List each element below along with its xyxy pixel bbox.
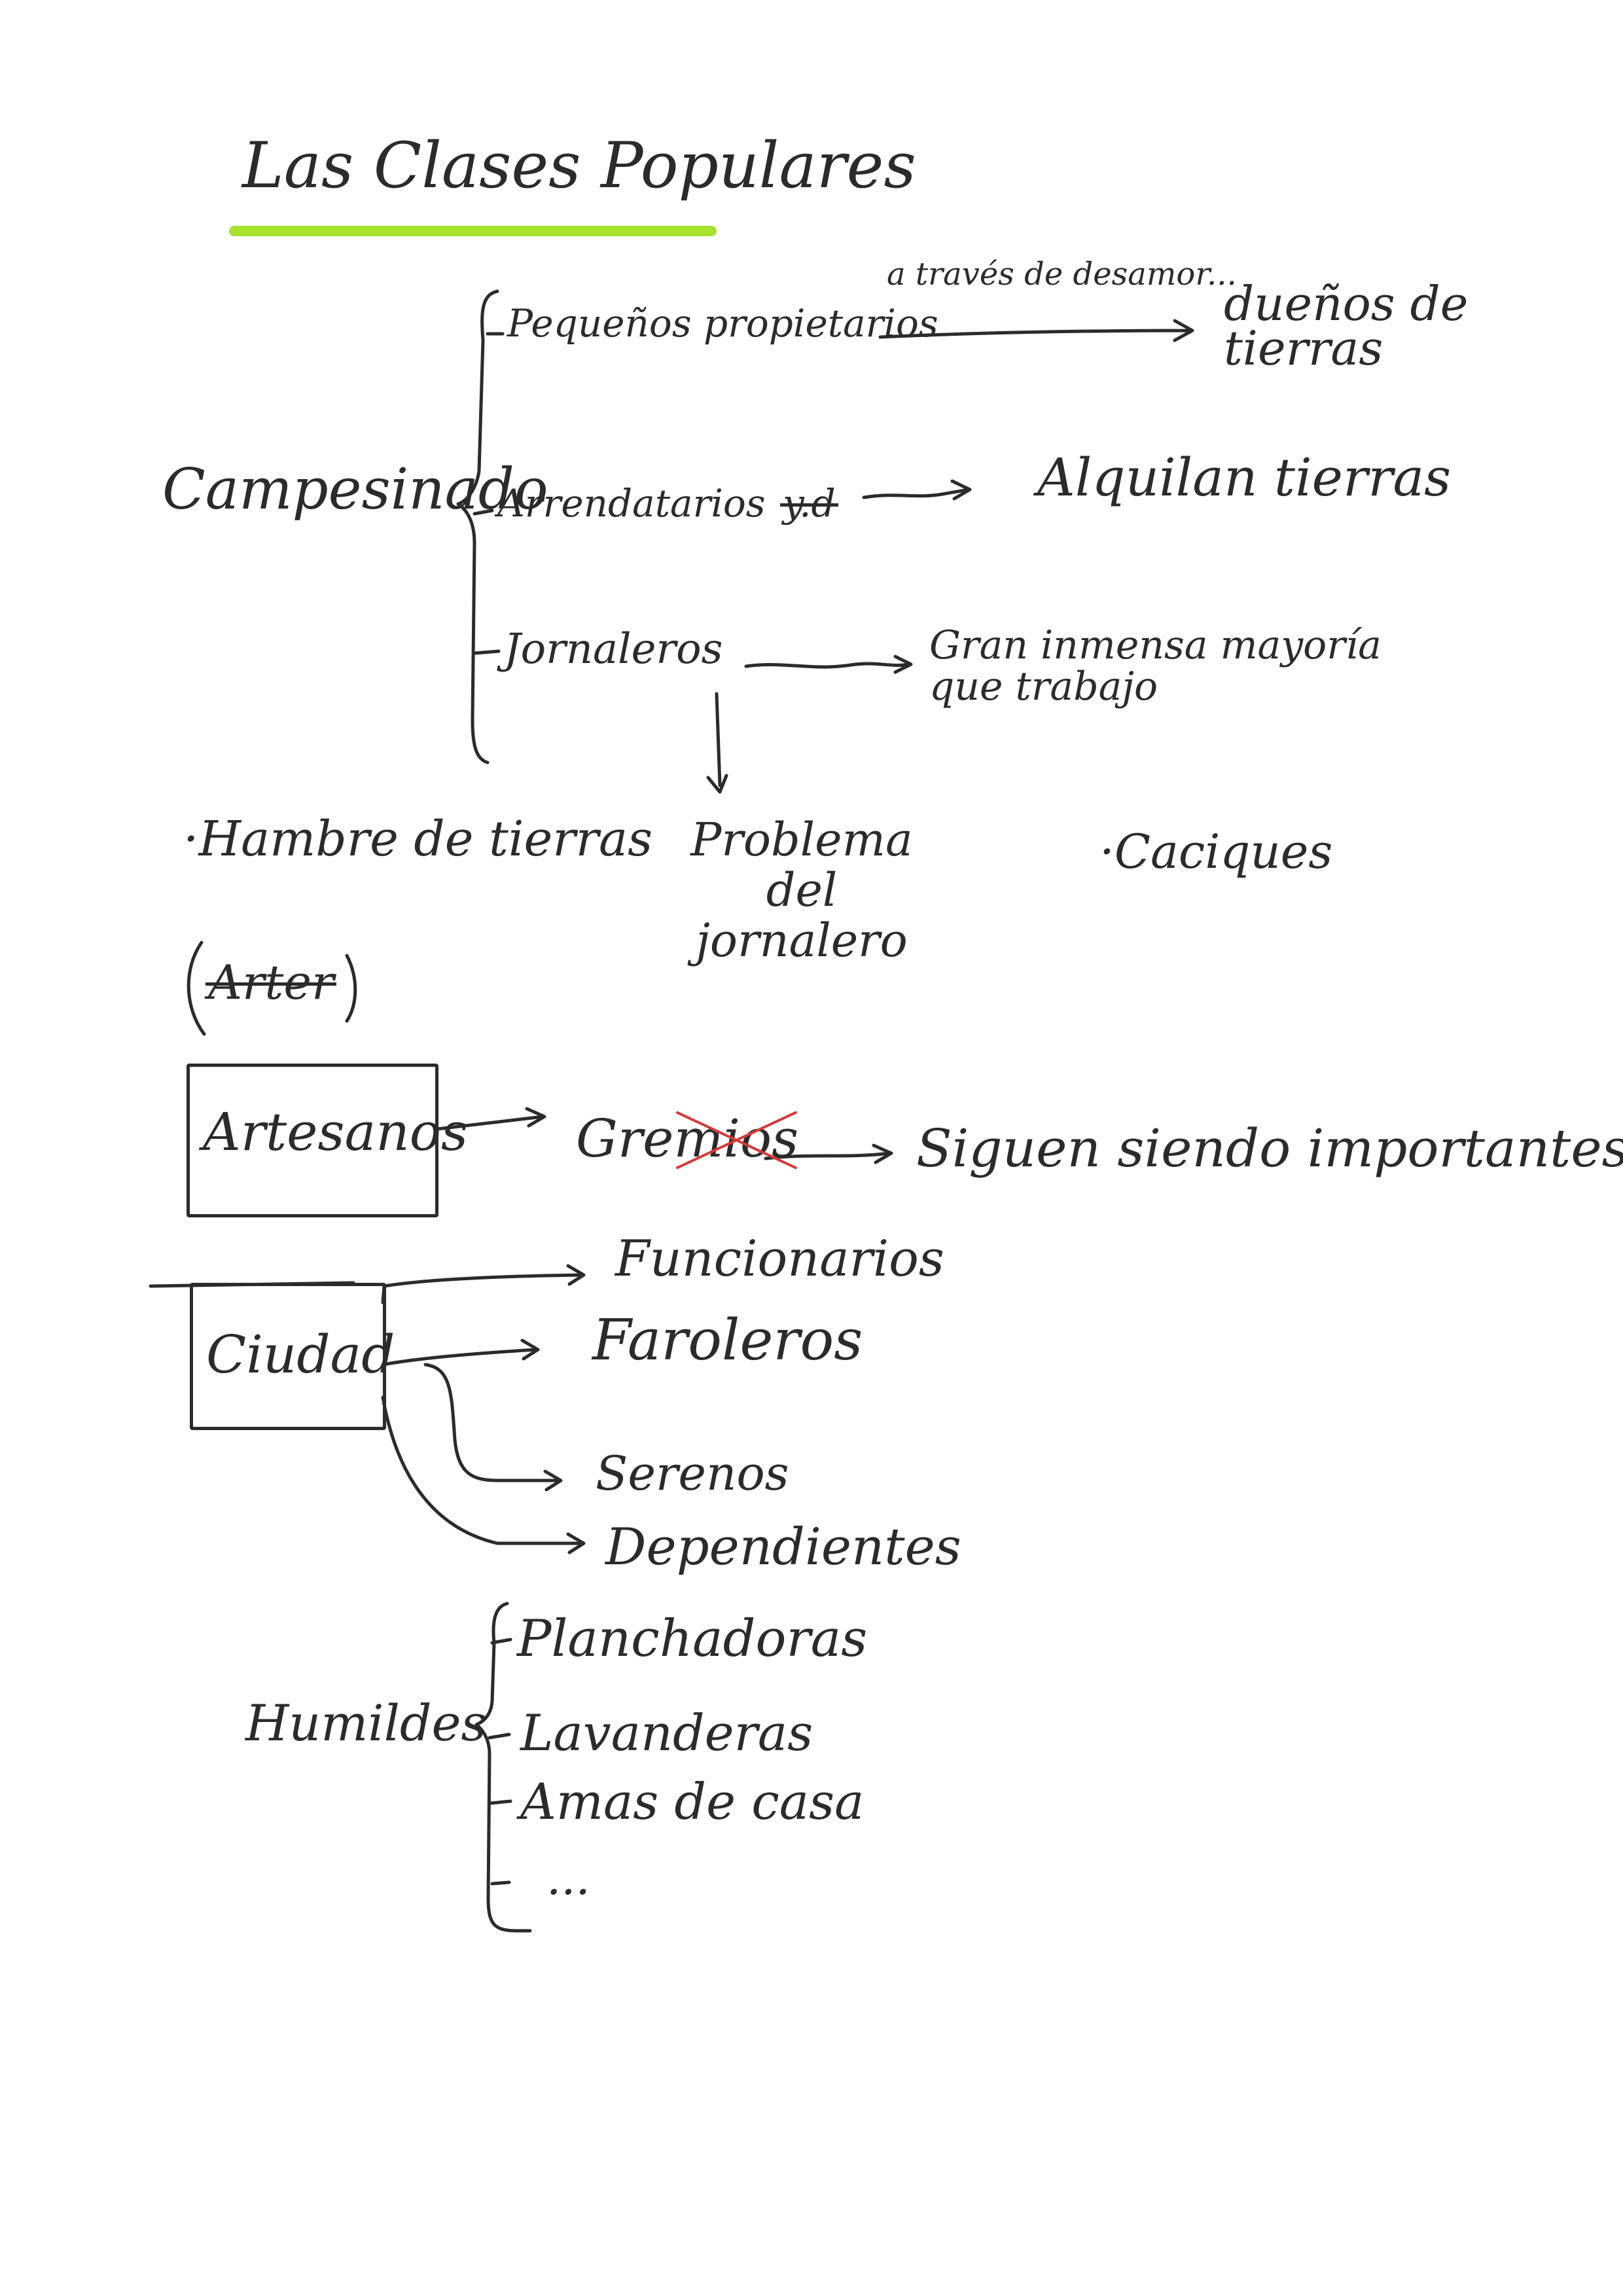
paren-left (187, 941, 206, 1036)
issue-problema-label: Problema del jornalero (690, 813, 913, 967)
gremios-prefix: Gre (576, 1108, 674, 1169)
branch-jornaleros: Jornaleros (504, 625, 723, 673)
paren-right (345, 954, 357, 1023)
humildes-tick-3 (489, 1799, 512, 1805)
arrow-funcionarios (381, 1264, 586, 1304)
crossed-arter-text: Arter (205, 955, 337, 1010)
issue-problema: Problema del jornalero (654, 815, 949, 966)
branch-arrendatarios: Arrendatarios y.d (497, 481, 838, 526)
humildes-planchadoras: Planchadoras (517, 1609, 868, 1668)
arrow-dependientes (381, 1395, 586, 1554)
ciudad-faroleros: Faroleros (592, 1308, 863, 1373)
target-jornaleros: Gran inmensa mayoría que trabajo (929, 622, 1382, 709)
humildes-amas: Amas de casa (520, 1772, 865, 1831)
branch-pequenos: Pequeños propietarios (507, 301, 938, 346)
humildes-brace (474, 1602, 532, 1933)
branch-arrendatarios-label: Arrendatarios (497, 481, 766, 526)
humildes-tick-2 (488, 1732, 511, 1740)
arrow-label-pequenos: a través de desamor... (887, 256, 1237, 293)
title-highlight (229, 226, 717, 236)
humildes-tick-4 (490, 1880, 511, 1886)
ciudad-funcionarios: Funcionarios (615, 1229, 944, 1287)
gremios: Gremios (576, 1113, 798, 1165)
crossed-yd: y.d (780, 481, 838, 526)
humildes-label: Humildes (245, 1694, 487, 1752)
ciudad-dependientes: Dependientes (605, 1518, 961, 1577)
ciudad-label: Ciudad (206, 1324, 395, 1385)
ciudad-serenos: Serenos (596, 1446, 789, 1501)
campesinado-label: Campesinado (162, 457, 548, 522)
arrow-arrendatarios (862, 479, 972, 501)
arrow-faroleros (381, 1338, 540, 1367)
issue-caciques-label: Caciques (1114, 824, 1333, 879)
arrow-serenos (423, 1363, 563, 1492)
target-arrendatarios: Alquilan tierras (1037, 447, 1452, 508)
issue-caciques: ·Caciques (1099, 828, 1332, 875)
campesinado-brace (456, 289, 499, 764)
target-pequenos: dueños de tierras (1224, 276, 1469, 376)
humildes-more: ... (546, 1852, 590, 1905)
arrow-artesanos (435, 1107, 546, 1131)
ciudad-box (190, 1283, 386, 1430)
bullet-dot: · (183, 811, 199, 867)
arrow-pequenos (878, 319, 1194, 342)
artesanos-label: Artesanos (203, 1102, 468, 1162)
artesanos-result: Siguen siendo importantes (916, 1118, 1623, 1179)
crossed-arter: Arter (205, 955, 337, 1010)
artesanos-box (187, 1064, 438, 1217)
bullet-dot: · (1099, 824, 1115, 879)
issue-hambre: ·Hambre de tierras (183, 815, 652, 863)
issue-hambre-label: Hambre de tierras (198, 811, 653, 867)
arrow-jornaleros (744, 655, 913, 674)
page-title: Las Clases Populares (242, 129, 916, 202)
humildes-tick-1 (490, 1638, 512, 1645)
humildes-lavanderas: Lavanderas (520, 1704, 813, 1762)
branch-tick-2 (473, 509, 494, 516)
branch-tick-3 (473, 649, 501, 655)
gremios-crossed: mios (673, 1108, 799, 1169)
arrow-jornaleros-down (706, 692, 728, 794)
